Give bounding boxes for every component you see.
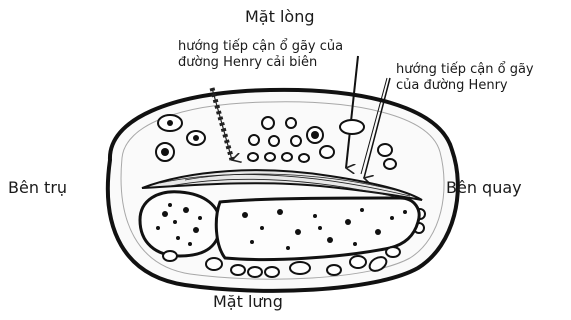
modified-henry-note-line-1: hướng tiếp cận ổ gãy của [178,39,393,55]
ulna-bone [140,192,220,256]
henry-note-line-1: hướng tiếp cận ổ gãy [396,62,571,78]
henry-note-line-2: của đường Henry [396,78,571,94]
modified-henry-note-line-2: đường Henry cải biên [178,55,393,71]
modified-henry-note: hướng tiếp cận ổ gãy của đường Henry cải… [178,39,393,71]
henry-note: hướng tiếp cận ổ gãy của đường Henry [396,62,571,94]
volar-side-label: Mặt lòng [245,9,315,25]
dorsal-side-label: Mặt lưng [213,294,283,310]
ulnar-side-label: Bên trụ [8,180,67,196]
radial-side-label: Bên quay [446,180,522,196]
